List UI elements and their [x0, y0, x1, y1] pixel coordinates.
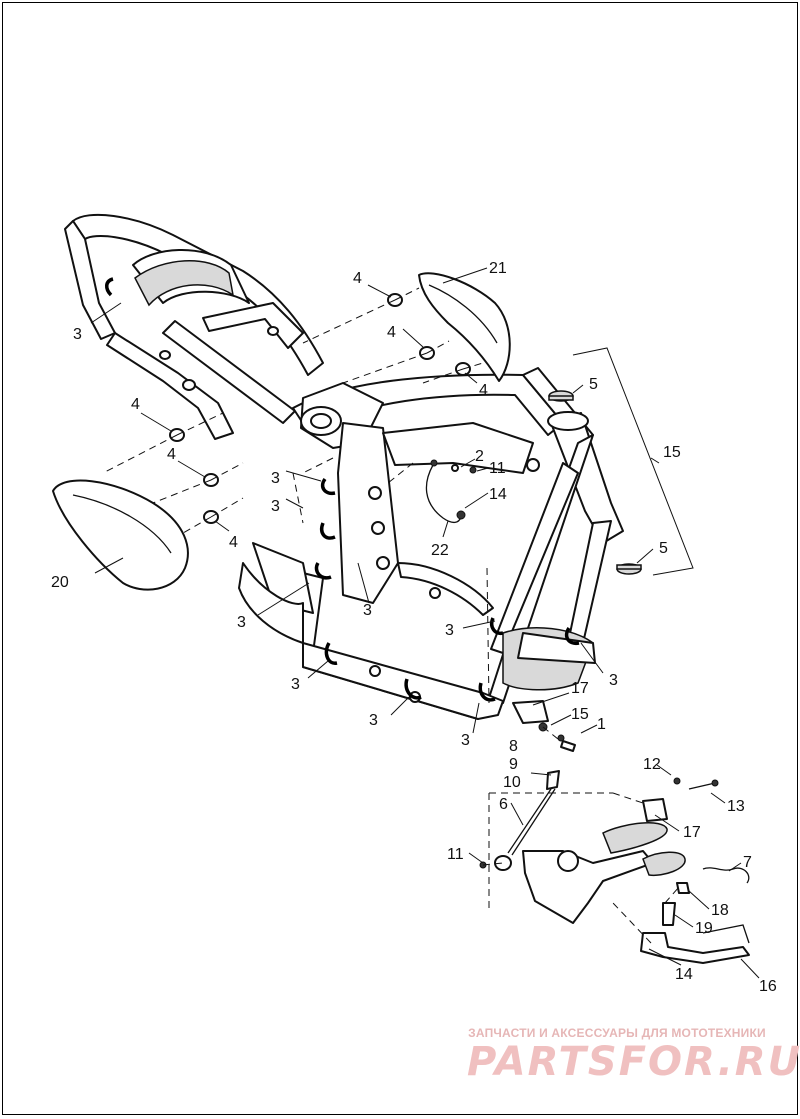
leader-lines [90, 267, 760, 979]
callout-15: 15 [571, 706, 589, 723]
callout-1: 1 [597, 716, 606, 733]
callout-3: 3 [461, 732, 470, 749]
callout-19: 19 [695, 920, 713, 937]
backbone-and-steering-head [292, 367, 624, 604]
callout-3: 3 [271, 498, 280, 515]
side-cover-rear [418, 272, 511, 382]
callout-3: 3 [369, 712, 378, 729]
callout-3: 3 [291, 676, 300, 693]
callout-10: 10 [503, 774, 521, 791]
callout-5: 5 [659, 540, 668, 557]
callout-9: 9 [509, 756, 518, 773]
callout-18: 18 [711, 902, 729, 919]
callout-3: 3 [609, 672, 618, 689]
dashed-reference-lines [102, 287, 680, 944]
watermark: ЗАПЧАСТИ И АКСЕССУАРЫ ДЛЯ МОТОТЕХНИКИ PA… [467, 1026, 800, 1085]
callout-14: 14 [675, 966, 693, 983]
callout-11: 11 [489, 460, 506, 477]
vent-tube-assembly [425, 459, 477, 524]
callout-13: 13 [727, 798, 745, 815]
callout-8: 8 [509, 738, 518, 755]
callout-4: 4 [353, 270, 362, 287]
callout-labels: 3 4 4 4 4 4 4 21 5 15 5 2 11 14 22 3 3 3… [51, 260, 777, 995]
callout-17: 17 [683, 824, 701, 841]
callout-22: 22 [431, 542, 449, 559]
callout-3: 3 [445, 622, 454, 639]
callout-14: 14 [489, 486, 507, 503]
callout-4: 4 [167, 446, 176, 463]
callout-2: 2 [475, 448, 484, 465]
frame-exploded-diagram: 3 4 4 4 4 4 4 21 5 15 5 2 11 14 22 3 3 3… [51, 213, 777, 995]
callout-4: 4 [131, 396, 140, 413]
callout-3: 3 [363, 602, 372, 619]
callout-20: 20 [51, 574, 69, 591]
cable-clips [105, 277, 580, 702]
steering-bushings [548, 390, 642, 575]
rear-frame-section [64, 213, 324, 440]
callout-21: 21 [489, 260, 507, 277]
callout-3: 3 [73, 326, 82, 343]
item-15-bracket [572, 347, 694, 576]
callout-6: 6 [499, 796, 508, 813]
watermark-logo: PARTSFOR.RU [467, 1039, 800, 1085]
watermark-tagline: ЗАПЧАСТИ И АКСЕССУАРЫ ДЛЯ МОТОТЕХНИКИ [468, 1026, 766, 1040]
callout-4: 4 [229, 534, 238, 551]
callout-3: 3 [237, 614, 246, 631]
callout-5: 5 [589, 376, 598, 393]
callout-17: 17 [571, 680, 589, 697]
downtubes-and-cradle [238, 434, 612, 720]
callout-7: 7 [743, 854, 752, 871]
callout-4: 4 [387, 324, 396, 341]
side-cover-left [52, 479, 189, 591]
callout-12: 12 [643, 756, 661, 773]
callout-16: 16 [759, 978, 777, 995]
callout-11: 11 [447, 846, 464, 863]
callout-15: 15 [663, 444, 681, 461]
callout-3: 3 [271, 470, 280, 487]
callout-4: 4 [479, 382, 488, 399]
jiffy-stand-assembly [479, 700, 750, 964]
